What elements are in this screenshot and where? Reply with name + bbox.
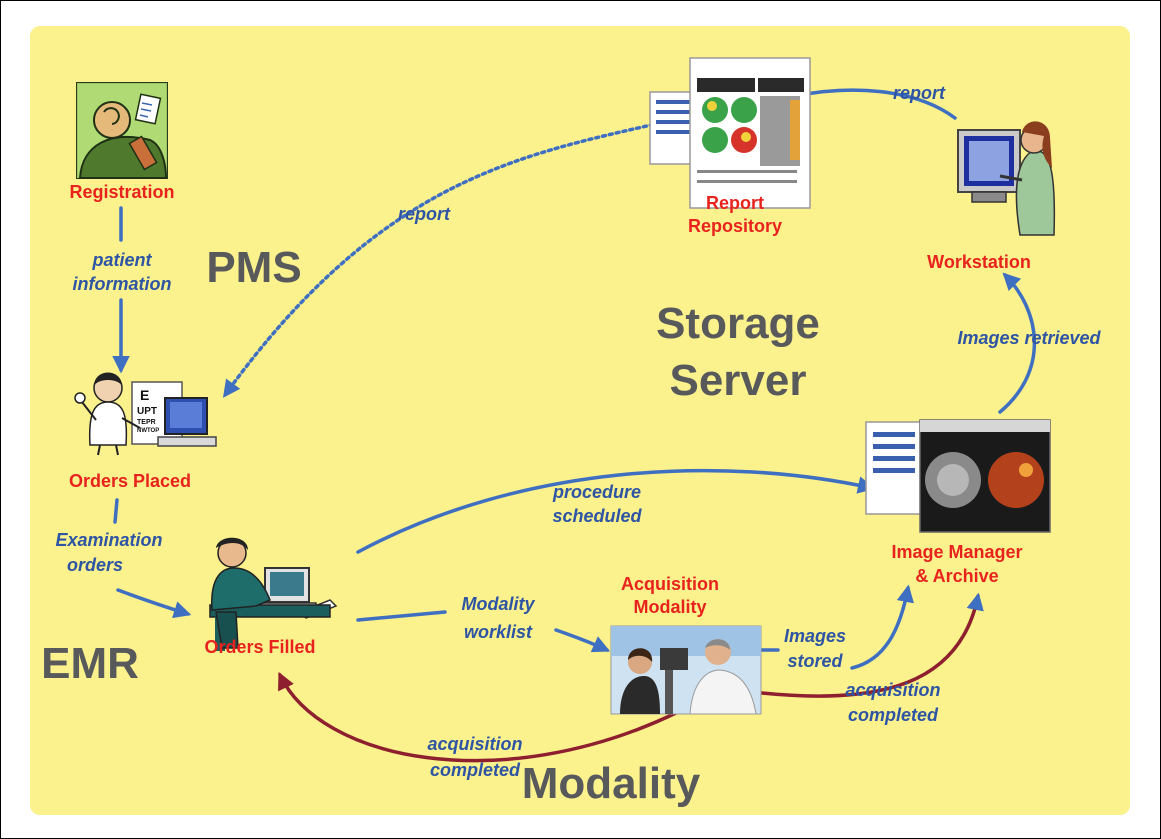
arrow-report-top [791,84,957,120]
zone-label-emr: EMR [41,639,139,688]
workstation-icon [957,121,1056,236]
acquisition-modality-icon [610,625,762,715]
registration-icon [76,82,168,179]
zone-label-storage-server-line1: Storage [656,299,820,348]
node-label-acquisition-modality-line2: Modality [633,597,706,617]
flow-label-images-stored-line1: Images [784,626,846,646]
report-repository-icon [649,57,811,209]
arrow-acq-completed-left [278,671,680,763]
image-manager-icon [865,419,1051,533]
flow-label-patient-information-line1: patient [91,250,152,270]
flow-label-images-stored-line2: stored [787,651,843,671]
node-label-acquisition-modality-line1: Acquisition [621,574,719,594]
flow-label-patient-information-line2: information [73,274,172,294]
flow-label-images-retrieved: Images retrieved [957,328,1101,348]
zone-label-pms: PMS [206,243,301,292]
arrow-report-dotted [222,121,662,398]
zone-label-storage-server-line2: Server [669,356,806,405]
node-label-registration: Registration [69,182,174,202]
svg-text:E: E [140,387,149,403]
arrows [112,84,1037,763]
arrow-procedure-scheduled [356,468,876,554]
flow-label-acq-completed-left-line2: completed [430,760,521,780]
flow-label-report-dotted: report [398,204,451,224]
node-label-report-repository-line2: Repository [688,216,782,236]
arrow-images-stored [850,584,914,670]
flow-label-procedure-scheduled-line2: scheduled [552,506,642,526]
arrow-images-retrieved [998,272,1037,414]
node-label-image-manager-line1: Image Manager [891,542,1022,562]
flow-label-modality-worklist-line2: worklist [464,622,533,642]
arrow-acq-completed-right [760,592,984,698]
svg-text:UPT: UPT [137,406,157,417]
flow-label-procedure-scheduled-line1: procedure [552,482,641,502]
flow-label-examination-orders-line1: Examination [55,530,162,550]
orders-filled-icon [209,537,338,651]
svg-text:NWTOP: NWTOP [137,428,159,434]
orders-placed-icon: E UPT TEPR NWTOP [74,372,217,456]
arrow-orders-placed-link [113,498,119,524]
node-label-workstation: Workstation [927,252,1031,272]
flow-label-report-top: report [893,83,946,103]
flow-label-acq-completed-right-line2: completed [848,705,939,725]
zone-label-modality: Modality [522,759,701,808]
arrow-exam-orders-to-orders-filled [116,588,192,619]
flow-label-modality-worklist-line1: Modality [461,594,535,614]
arrow-worklist-start [356,610,447,622]
node-label-report-repository-line1: Report [706,193,764,213]
arrow-worklist-to-modality [554,628,611,653]
node-label-orders-placed: Orders Placed [69,471,191,491]
svg-text:TEPR: TEPR [137,419,156,426]
flow-label-acq-completed-left-line1: acquisition [427,734,522,754]
node-label-orders-filled: Orders Filled [204,637,315,657]
flow-label-acq-completed-right-line1: acquisition [845,680,940,700]
node-label-image-manager-line2: & Archive [915,566,998,586]
flow-label-examination-orders-line2: orders [67,555,123,575]
